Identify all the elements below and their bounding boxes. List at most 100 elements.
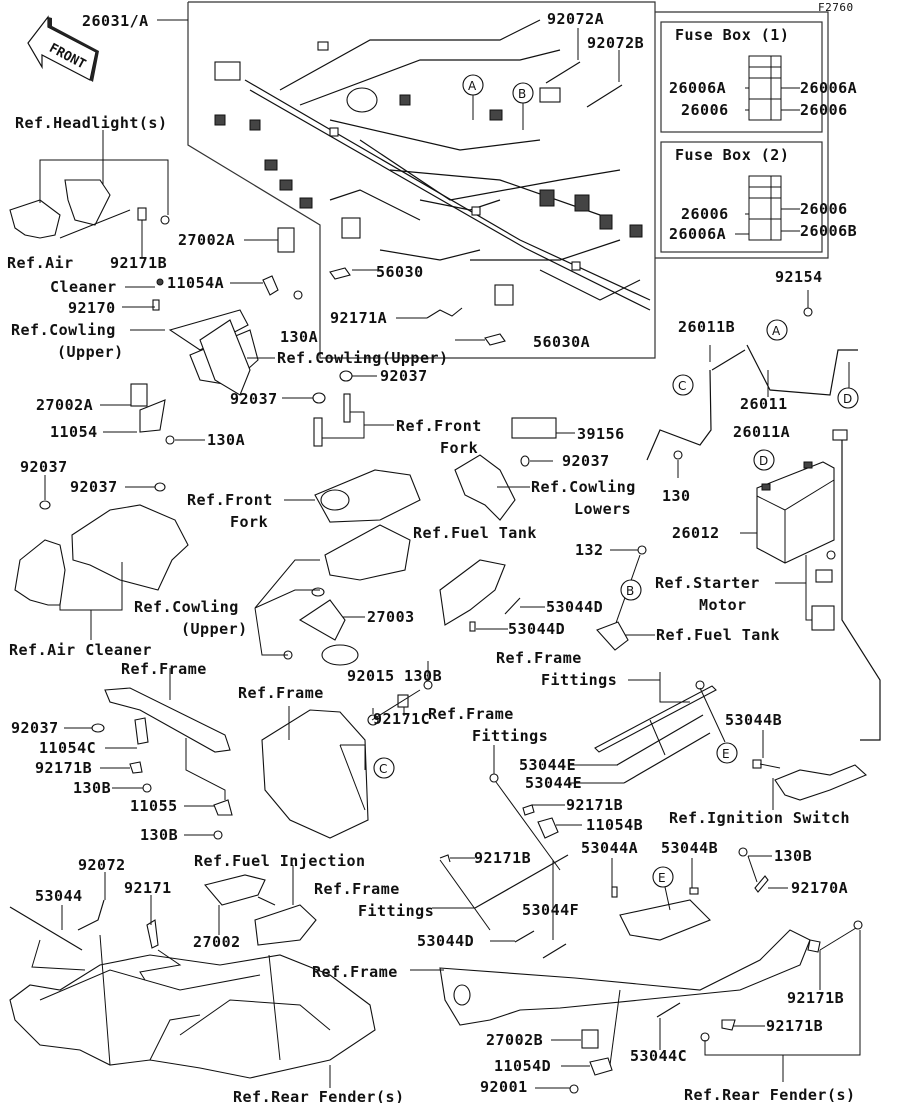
label-92015: 92015 — [347, 667, 395, 685]
cable-tie-92072b — [586, 84, 623, 108]
pad-39156 — [511, 417, 557, 439]
label-11054c: 11054C — [39, 739, 96, 757]
label-27002: 27002 — [193, 933, 241, 951]
svg-text:A: A — [468, 79, 477, 93]
label-ref-cowling: Ref.Cowling — [11, 321, 116, 339]
label-ref-frame: Ref.Frame — [312, 963, 398, 981]
fuse-box-2-title: Fuse Box (2) — [675, 146, 789, 164]
label-92037: 92037 — [20, 458, 68, 476]
label-53044b: 53044B — [725, 711, 782, 729]
starter-relay — [775, 550, 836, 631]
svg-text:B: B — [626, 584, 634, 598]
label-ref-cowling-upper: (Upper) — [181, 620, 248, 638]
label-92037: 92037 — [70, 478, 118, 496]
headlight-assembly — [9, 130, 170, 258]
fuse-box-2: Fuse Box (2) 26006 26006A 26006 26006B — [660, 141, 857, 253]
label-ref-cowling: Ref.Cowling — [134, 598, 239, 616]
svg-text:C: C — [678, 379, 686, 393]
label-ref-air-cleaner: Ref.Air Cleaner — [9, 641, 152, 659]
label-11054d: 11054D — [494, 1057, 551, 1075]
label-92171b: 92171B — [787, 989, 844, 1007]
label-130a: 130A — [280, 328, 318, 346]
label-26031a: 26031/A — [82, 12, 149, 30]
cowling-bracket-assembly — [130, 227, 303, 445]
label-53044e: 53044E — [525, 774, 582, 792]
label-92037: 92037 — [230, 390, 278, 408]
svg-text:26006A: 26006A — [800, 79, 857, 97]
label-53044d: 53044D — [508, 620, 565, 638]
front-fork-clips — [312, 370, 394, 447]
label-ref-frame: Ref.Frame — [238, 684, 324, 702]
label-53044d: 53044D — [417, 932, 474, 950]
label-53044d: 53044D — [546, 598, 603, 616]
frame-fittings-rails: E — [570, 672, 738, 784]
label-ref-frame-fittings: Ref.Frame — [428, 705, 514, 723]
label-92072b: 92072B — [587, 34, 644, 52]
label-27002b: 27002B — [486, 1031, 543, 1049]
front-fork-bracket — [254, 469, 421, 666]
svg-text:26006: 26006 — [681, 205, 729, 223]
label-ref-starter: Ref.Starter — [655, 574, 760, 592]
label-ref-rear-fender: Ref.Rear Fender(s) — [684, 1086, 856, 1103]
label-92001: 92001 — [480, 1078, 528, 1096]
label-92072a: 92072A — [547, 10, 604, 28]
svg-text:26006: 26006 — [681, 101, 729, 119]
fuel-tank-bracket — [439, 545, 655, 651]
callout-a-harness: A — [462, 74, 484, 120]
callout-a-battery: A — [766, 319, 788, 341]
label-92171b: 92171B — [474, 849, 531, 867]
fuse-box-1: Fuse Box (1) 26006A 26006 26006A 26006 — [660, 21, 857, 133]
label-53044e: 53044E — [519, 756, 576, 774]
label-92171b: 92171B — [110, 254, 167, 272]
label-11054: 11054 — [50, 423, 98, 441]
cowling-lowers-bracket — [454, 454, 516, 521]
label-130b: 130B — [404, 667, 442, 685]
label-ref-front-fork: Ref.Front — [187, 491, 273, 509]
label-26011b: 26011B — [678, 318, 735, 336]
label-92171b: 92171B — [566, 796, 623, 814]
label-ref-cowling-lowers-2: Lowers — [574, 500, 631, 518]
label-26011: 26011 — [740, 395, 788, 413]
svg-text:E: E — [722, 747, 730, 761]
svg-text:D: D — [759, 454, 768, 468]
label-92072: 92072 — [78, 856, 126, 874]
figure-id: F2760 — [818, 1, 854, 14]
label-26012: 26012 — [672, 524, 720, 542]
label-27002a: 27002A — [36, 396, 93, 414]
label-ref-starter-motor: Motor — [699, 596, 747, 614]
label-92170a: 92170A — [791, 879, 848, 897]
label-130b: 130B — [140, 826, 178, 844]
rear-fender-left — [9, 865, 376, 1088]
svg-text:26006A: 26006A — [669, 225, 726, 243]
fuse-box-1-title: Fuse Box (1) — [675, 26, 789, 44]
label-92037: 92037 — [380, 367, 428, 385]
label-27003: 27003 — [367, 608, 415, 626]
label-ref-front-fork: Ref.Front — [396, 417, 482, 435]
label-ref-headlight: Ref.Headlight(s) — [15, 114, 168, 132]
label-ref-fuel-tank: Ref.Fuel Tank — [413, 524, 537, 542]
callout-d-battery-1: D — [837, 387, 859, 409]
cable-tie-92072a — [545, 61, 581, 84]
label-130b: 130B — [774, 847, 812, 865]
label-53044c: 53044C — [630, 1047, 687, 1065]
svg-text:26006: 26006 — [800, 101, 848, 119]
label-ref-ignition-switch: Ref.Ignition Switch — [669, 809, 850, 827]
label-92171a: 92171A — [330, 309, 387, 327]
svg-text:D: D — [843, 392, 852, 406]
label-56030a: 56030A — [533, 333, 590, 351]
label-92037: 92037 — [562, 452, 610, 470]
svg-text:A: A — [772, 324, 781, 338]
label-ref-frame: Ref.Frame — [121, 660, 207, 678]
label-11055: 11055 — [130, 797, 178, 815]
label-ref-frame-fittings-2: Fittings — [541, 671, 617, 689]
fuse-group-outline — [655, 11, 829, 259]
clip-92171a — [426, 307, 463, 319]
rear-frame: E — [410, 745, 863, 1094]
label-130a: 130A — [207, 431, 245, 449]
svg-text:E: E — [658, 871, 666, 885]
label-ref-cowling-upper: (Upper) — [57, 343, 124, 361]
label-26011a: 26011A — [733, 423, 790, 441]
label-ref-frame-fittings-2: Fittings — [358, 902, 434, 920]
label-ref-front-fork-2: Fork — [230, 513, 268, 531]
